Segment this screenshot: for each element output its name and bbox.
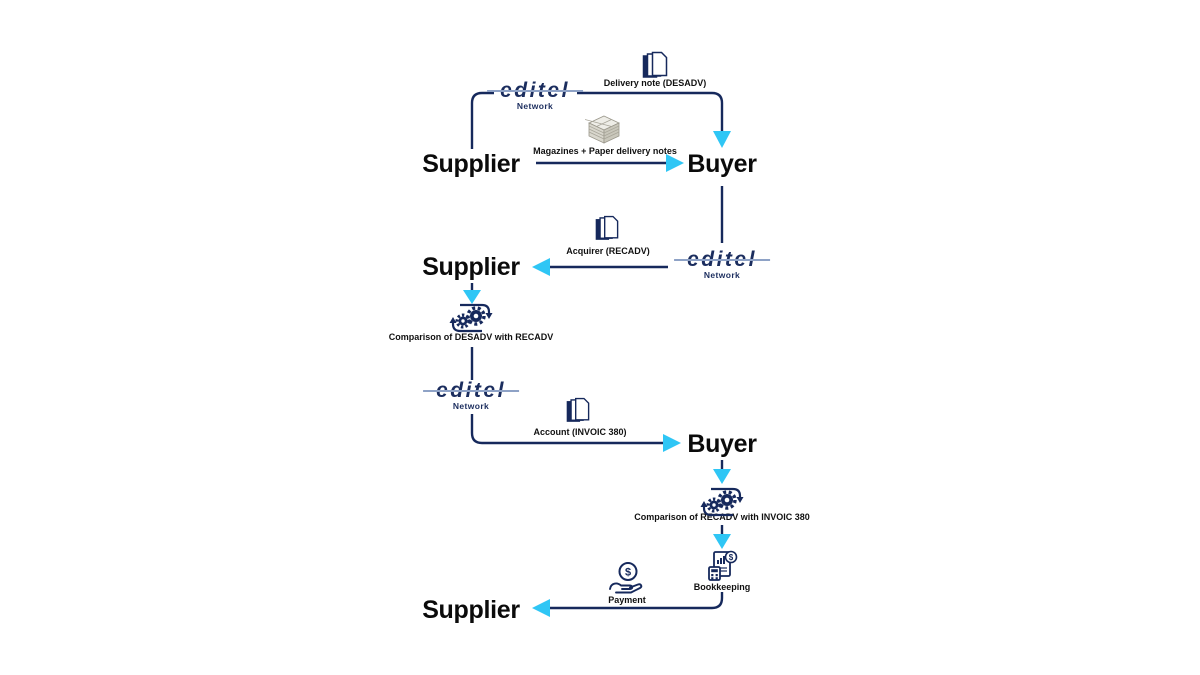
documents-icon xyxy=(642,51,668,81)
paper-stack-icon xyxy=(584,114,623,146)
magazines-label: Magazines + Paper delivery notes xyxy=(533,146,677,156)
editel-strikethrough xyxy=(674,259,770,262)
comparison-desadv-recadv-label: Comparison of DESADV with RECADV xyxy=(388,332,554,342)
editel-network-logo-top: editel Network xyxy=(487,80,583,111)
account-invoic-label: Account (INVOIC 380) xyxy=(533,427,627,437)
supplier-node-middle: Supplier xyxy=(422,253,520,281)
buyer-node-bottom: Buyer xyxy=(687,430,757,458)
hand-coin-icon: $ xyxy=(605,561,649,597)
supplier-node-bottom: Supplier xyxy=(422,596,520,624)
editel-network-logo-middle: editel Network xyxy=(674,249,770,280)
delivery-note-label: Delivery note (DESADV) xyxy=(603,78,707,88)
bookkeeping-icon: $ xyxy=(706,550,738,582)
comparison-recadv-invoic-label: Comparison of RECADV with INVOIC 380 xyxy=(634,512,810,522)
documents-icon xyxy=(566,397,590,425)
acquirer-label: Acquirer (RECADV) xyxy=(566,246,650,256)
editel-network-label: Network xyxy=(516,101,554,111)
sync-gears-icon xyxy=(448,301,494,335)
documents-icon xyxy=(595,215,619,243)
editel-network-label: Network xyxy=(452,401,490,411)
editel-logo-wordmark: editel xyxy=(674,249,770,270)
svg-text:$: $ xyxy=(729,553,734,562)
editel-logo-wordmark: editel xyxy=(423,380,519,401)
buyer-node-top: Buyer xyxy=(687,150,757,178)
editel-network-logo-bottom: editel Network xyxy=(423,380,519,411)
editel-logo-wordmark: editel xyxy=(487,80,583,101)
supplier-node-top: Supplier xyxy=(422,150,520,178)
editel-strikethrough xyxy=(423,390,519,393)
sync-gears-icon xyxy=(699,485,745,519)
svg-text:$: $ xyxy=(625,567,631,579)
editel-network-label: Network xyxy=(703,270,741,280)
payment-label: Payment xyxy=(608,595,646,605)
bookkeeping-label: Bookkeeping xyxy=(693,582,751,592)
editel-strikethrough xyxy=(487,90,583,93)
